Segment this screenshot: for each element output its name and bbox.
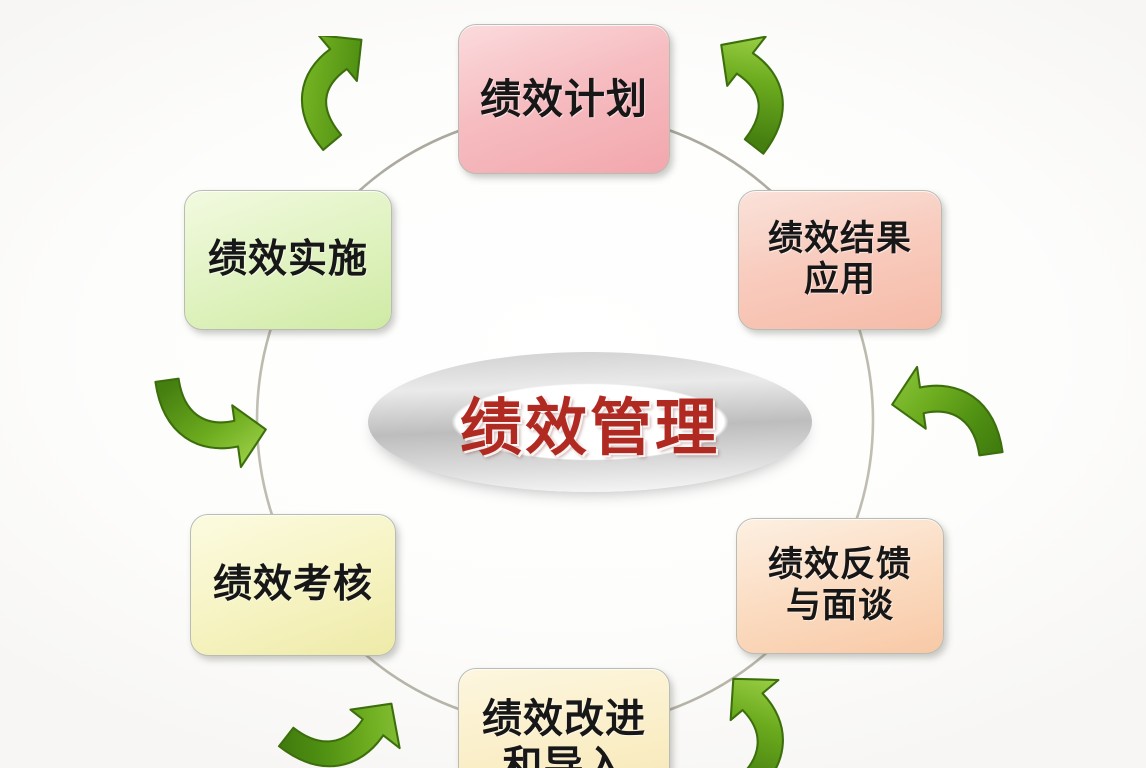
node-appraisal[interactable]: 绩效考核 xyxy=(190,514,396,656)
node-improve-label: 绩效改进 和导入 xyxy=(476,696,652,768)
node-appraisal-label: 绩效考核 xyxy=(212,561,373,607)
node-result-label-line2: 应用 xyxy=(803,260,876,300)
curved-arrow-icon-left xyxy=(154,377,267,469)
curved-arrow-icon-bottom-right xyxy=(729,677,784,768)
node-implement[interactable]: 绩效实施 xyxy=(184,190,392,330)
center-title-text: 绩效管理 xyxy=(459,391,720,464)
node-improve[interactable]: 绩效改进 和导入 xyxy=(458,668,670,768)
node-plan[interactable]: 绩效计划 xyxy=(458,24,670,174)
node-improve-label-line1: 绩效改进 xyxy=(482,695,646,742)
node-result-label: 绩效结果 应用 xyxy=(762,219,918,302)
node-plan-label: 绩效计划 xyxy=(480,74,648,123)
node-feedback[interactable]: 绩效反馈 与面谈 xyxy=(736,518,944,654)
center-title: 绩效管理 xyxy=(368,352,812,492)
node-improve-label-line2: 和导入 xyxy=(502,743,626,768)
curved-arrow-icon-right xyxy=(891,365,1004,457)
node-feedback-label-line1: 绩效反馈 xyxy=(767,544,912,585)
center-ellipse-shape xyxy=(368,352,812,492)
curved-arrow-icon-top-left xyxy=(300,36,363,152)
node-feedback-label-line2: 与面谈 xyxy=(785,586,894,626)
curved-arrow-icon-top-right xyxy=(720,36,784,155)
curved-arrow-icon-bottom-left xyxy=(277,702,401,768)
node-result[interactable]: 绩效结果 应用 xyxy=(738,190,942,330)
node-result-label-line1: 绩效结果 xyxy=(767,218,912,259)
node-feedback-label: 绩效反馈 与面谈 xyxy=(762,545,918,628)
node-implement-label: 绩效实施 xyxy=(207,236,368,282)
